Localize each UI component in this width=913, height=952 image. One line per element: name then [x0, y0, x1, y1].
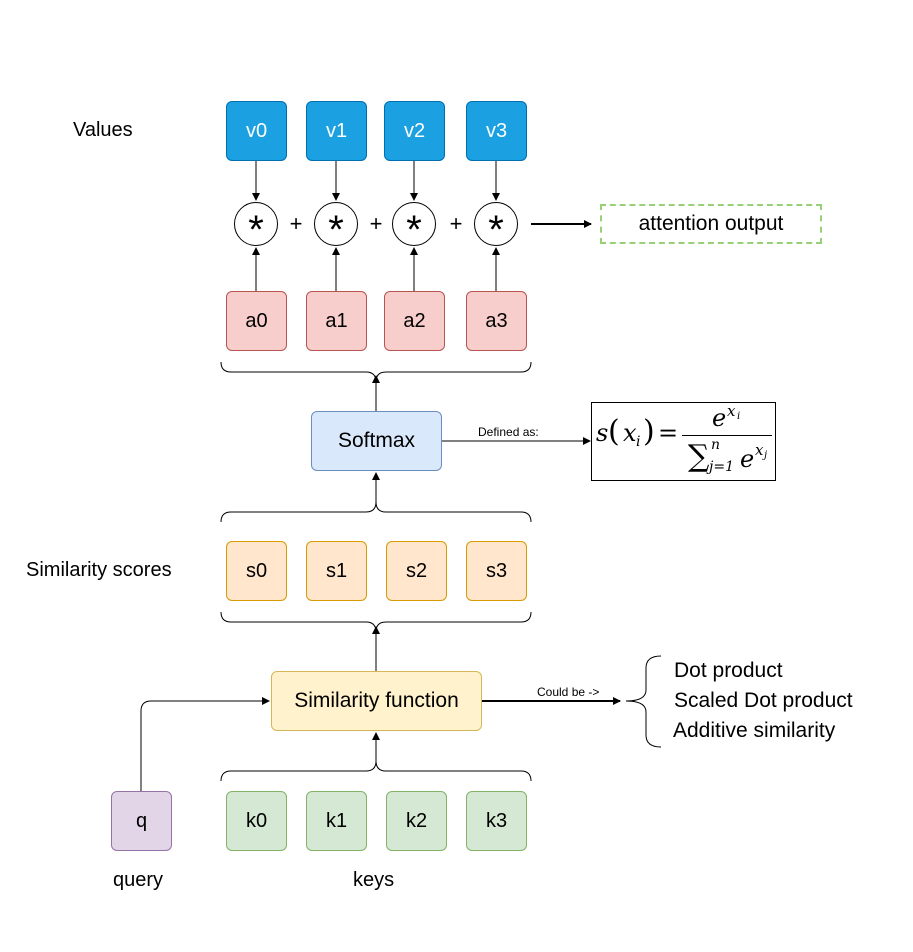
brace-options — [625, 655, 662, 748]
key-k2: k2 — [386, 791, 447, 851]
could-be-label: Could be -> — [537, 685, 600, 699]
softmax-node: Softmax — [311, 411, 442, 471]
weight-a3: a3 — [466, 291, 527, 351]
formula-lhs-arg: x — [623, 419, 637, 447]
multiply-node-0: * — [234, 202, 278, 250]
formula-den-exp-sub: j — [764, 450, 768, 461]
formula-num-exp: x — [727, 402, 736, 420]
key-k1: k1 — [306, 791, 367, 851]
option-scaled-dot-product: Scaled Dot product — [674, 689, 853, 712]
option-additive-similarity: Additive similarity — [673, 719, 836, 742]
formula-sum-sign: ∑ — [688, 439, 710, 474]
query-q: q — [111, 791, 172, 851]
key-k0: k0 — [226, 791, 287, 851]
formula-paren-close: ) — [643, 414, 655, 449]
value-v0: v0 — [226, 101, 287, 161]
formula-equals: = — [658, 419, 679, 447]
formula-num-base: e — [712, 404, 727, 432]
brace-scores-top — [220, 501, 532, 523]
score-s3: s3 — [466, 541, 527, 601]
keys-label: keys — [353, 869, 395, 891]
values-label: Values — [73, 119, 133, 141]
option-dot-product: Dot product — [674, 659, 783, 682]
formula-num-exp-sub: i — [737, 411, 741, 422]
formula-paren-open: ( — [608, 414, 620, 449]
softmax-formula: s ( x i ) = e x i ∑ n j=1 e x j — [591, 402, 776, 481]
value-v2: v2 — [384, 101, 445, 161]
formula-sum-sub: j=1 — [709, 459, 734, 475]
arrow-query — [140, 697, 270, 791]
formula-fraction-bar — [682, 435, 772, 436]
similarity-function-node: Similarity function — [271, 671, 482, 731]
scores-label: Similarity scores — [26, 559, 172, 581]
value-v1: v1 — [306, 101, 367, 161]
defined-as-label: Defined as: — [478, 425, 539, 439]
weight-a0: a0 — [226, 291, 287, 351]
formula-lhs-sub: i — [636, 434, 641, 450]
weight-a1: a1 — [306, 291, 367, 351]
plus-sign-1: + — [289, 211, 303, 236]
plus-sign-3: + — [449, 211, 463, 236]
formula-sum-sup: n — [711, 437, 721, 453]
formula-den-exp: x — [755, 441, 764, 459]
score-s0: s0 — [226, 541, 287, 601]
multiply-node-3: * — [474, 202, 518, 250]
value-v3: v3 — [466, 101, 527, 161]
query-label: query — [113, 869, 164, 891]
attention-output: attention output — [600, 204, 822, 244]
multiply-node-1: * — [314, 202, 358, 250]
score-s1: s1 — [306, 541, 367, 601]
weight-a2: a2 — [384, 291, 445, 351]
formula-den-base: e — [740, 445, 755, 473]
formula-lhs: s — [596, 419, 609, 447]
score-s2: s2 — [386, 541, 447, 601]
multiply-node-2: * — [392, 202, 436, 250]
plus-sign-2: + — [369, 211, 383, 236]
key-k3: k3 — [466, 791, 527, 851]
